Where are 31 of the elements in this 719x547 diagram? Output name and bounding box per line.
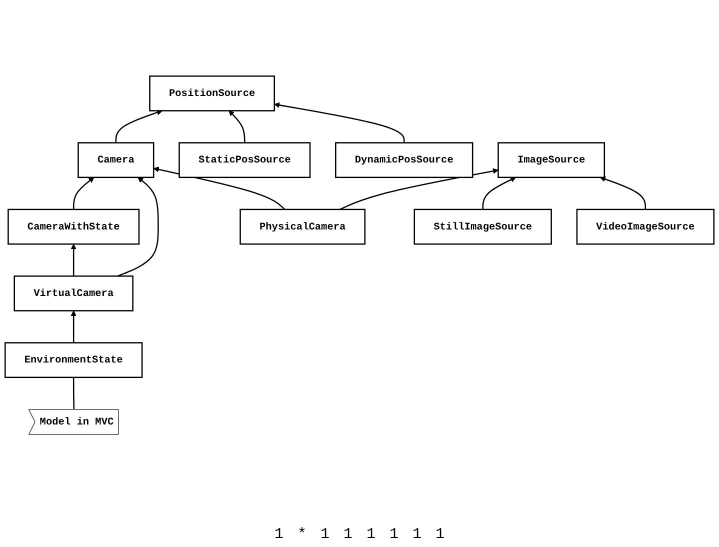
node-box: ImageSource: [498, 142, 606, 178]
arrow: [600, 176, 646, 210]
connector: [72, 377, 75, 410]
node-box: PhysicalCamera: [240, 208, 366, 244]
node-box: StillImageSource: [414, 208, 552, 244]
arrow: [72, 176, 94, 210]
node-box: VideoImageSource: [576, 208, 714, 244]
multiplicity-label: 1: [412, 526, 422, 543]
multiplicity-label: 1: [436, 526, 445, 543]
multiplicity-label: 1: [366, 526, 376, 543]
arrow: [115, 109, 162, 142]
node-box: PositionSource: [149, 75, 275, 112]
arrow: [274, 102, 405, 142]
node-box: VirtualCamera: [14, 275, 134, 312]
multiplicity-label: 1: [390, 526, 399, 543]
arrow: [153, 166, 286, 210]
arrow: [482, 176, 516, 210]
multiplicity-label: *: [297, 526, 306, 543]
arrow: [70, 310, 76, 342]
arrow: [117, 176, 159, 276]
node-box: CameraWithState: [8, 208, 140, 244]
arrow: [228, 110, 246, 142]
node-box: EnvironmentState: [4, 342, 143, 378]
arrow: [70, 244, 76, 276]
node-box: DynamicPosSource: [335, 142, 474, 178]
multiplicity-label: 1: [343, 526, 352, 543]
multiplicity-label: 1: [320, 526, 330, 543]
node-box: StaticPosSource: [178, 142, 311, 178]
multiplicity-label: 1: [274, 526, 284, 543]
arrow: [340, 168, 498, 210]
node-box: Camera: [78, 142, 154, 178]
